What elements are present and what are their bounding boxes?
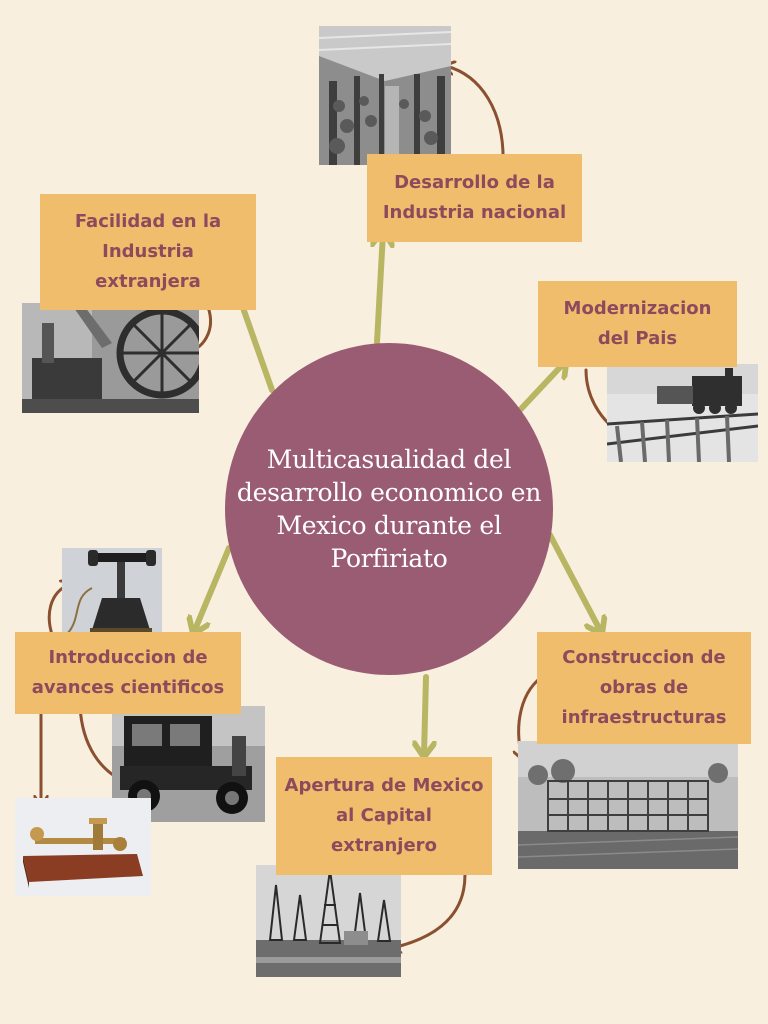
arrow-to-capital-extranjero xyxy=(424,677,426,755)
node-industria-extranjera-label: Facilidad en la Industria extranjera xyxy=(75,207,221,297)
arrow-to-industria-nacional xyxy=(377,233,383,342)
node-capital-extranjero: Apertura de Mexico al Capital extranjero xyxy=(276,757,492,875)
central-topic-title: Multicasualidad del desarrollo economico… xyxy=(237,443,541,575)
node-industria-nacional: Desarrollo de la Industria nacional xyxy=(367,154,582,242)
arrow-to-avances-cientificos xyxy=(194,548,229,632)
node-avances-cientificos: Introduccion de avances cientificos xyxy=(15,632,241,714)
node-modernizacion-label: Modernizacion del Pais xyxy=(564,294,712,354)
arrow-to-modernizacion xyxy=(520,362,565,410)
node-infraestructuras-label: Construccion de obras de infraestructura… xyxy=(562,643,727,733)
node-industria-nacional-label: Desarrollo de la Industria nacional xyxy=(383,168,566,228)
arrow-to-infraestructuras xyxy=(550,535,601,632)
industrial-machinery-photo xyxy=(22,303,199,413)
node-modernizacion: Modernizacion del Pais xyxy=(538,281,737,367)
curve-arrow-industria-nacional xyxy=(446,66,503,165)
railroad-train-photo xyxy=(607,364,758,462)
central-topic-circle: Multicasualidad del desarrollo economico… xyxy=(225,343,553,675)
antique-telephone-photo xyxy=(62,548,162,640)
factory-workers-photo xyxy=(319,26,451,165)
node-capital-extranjero-label: Apertura de Mexico al Capital extranjero xyxy=(285,771,484,861)
node-avances-cientificos-label: Introduccion de avances cientificos xyxy=(32,643,224,703)
node-industria-extranjera: Facilidad en la Industria extranjera xyxy=(40,194,256,310)
telegraph-key-photo xyxy=(15,798,151,896)
oil-derricks-photo xyxy=(256,865,401,977)
construction-site-photo xyxy=(518,741,738,869)
node-infraestructuras: Construccion de obras de infraestructura… xyxy=(537,632,751,744)
